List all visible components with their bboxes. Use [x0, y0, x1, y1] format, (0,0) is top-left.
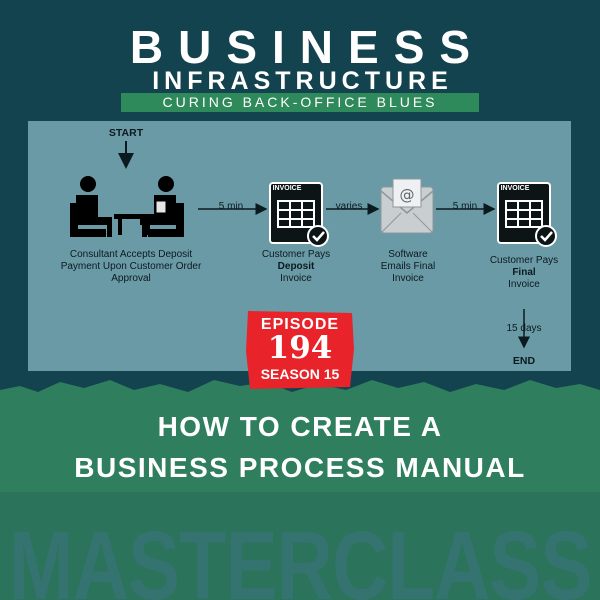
step-label-final: Customer Pays Final Invoice [488, 255, 560, 291]
season-label: SEASON 15 [260, 366, 340, 382]
transition-label-3: 5 min [452, 201, 478, 212]
end-label: END [512, 355, 536, 367]
step-label-deposit-bold: Deposit [277, 261, 315, 272]
step-label-software-email: Software Emails Final Invoice [380, 249, 436, 284]
consultation-meeting-icon [70, 176, 184, 237]
badge-shape [246, 311, 354, 389]
start-label: START [108, 127, 144, 139]
invoice-icon-final [497, 182, 557, 247]
transition-label-4: 15 days [506, 323, 542, 334]
show-title-line2: INFRASTRUCTURE [152, 67, 453, 95]
step-label-final-pre: Customer Pays [489, 255, 559, 266]
flow-graphics: @ [70, 141, 557, 349]
step-label-deposit: Customer Pays Deposit Invoice [260, 249, 332, 285]
transition-label-2: varies [335, 201, 363, 212]
email-envelope-icon: @ [380, 178, 434, 234]
invoice-icon-deposit [269, 182, 329, 247]
headline-line1: HOW TO CREATE A [157, 411, 443, 442]
episode-label: EPISODE [260, 316, 340, 333]
green-band [0, 380, 600, 600]
show-title-line1: BUSINESS [129, 21, 486, 73]
episode-number: 194 [267, 330, 333, 366]
headline-line2: BUSINESS PROCESS MANUAL [74, 452, 526, 483]
show-tagline: CURING BACK-OFFICE BLUES [121, 93, 479, 112]
invoice-icon-text-1: INVOICE [272, 185, 302, 192]
svg-text:@: @ [400, 186, 415, 204]
step-label-deposit-pre: Customer Pays [261, 249, 331, 260]
step-label-deposit-post: Invoice [280, 273, 312, 284]
masterclass-watermark: MASTERCLASS [8, 510, 593, 600]
step-label-final-post: Invoice [508, 279, 540, 290]
episode-badge: EPISODE 194 SEASON 15 [244, 309, 356, 391]
invoice-icon-text-2: INVOICE [500, 185, 530, 192]
step-label-consultant: Consultant Accepts Deposit Payment Upon … [60, 249, 202, 284]
step-label-final-bold: Final [512, 267, 536, 278]
transition-label-1: 5 min [218, 201, 244, 212]
